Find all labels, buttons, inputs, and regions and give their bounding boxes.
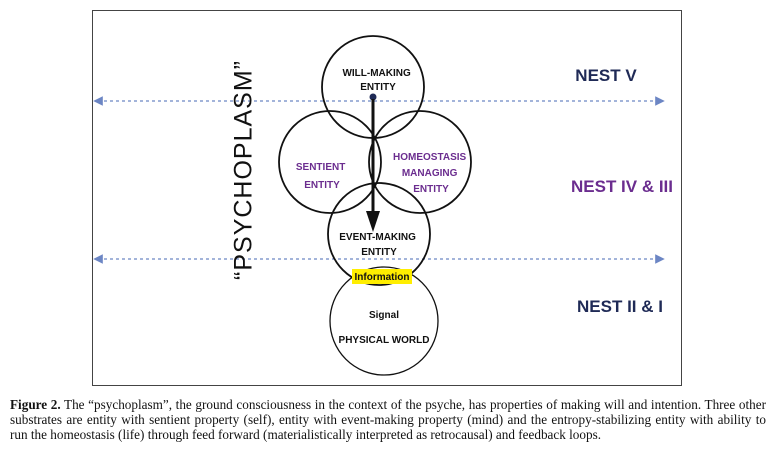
nest-ii-i-label: NEST II & I [577,297,663,316]
signal-label: Signal [369,310,399,321]
sentient-label: SENTIENT ENTITY [296,162,348,191]
sentient-circle [278,110,382,214]
will-making-label: WILL-MAKING ENTITY [342,68,413,93]
flow-arrow-head [366,211,380,232]
psychoplasm-diagram: “PSYCHOPLASM” WILL-MAKING ENTITY SENTIEN… [93,35,673,376]
arrow-origin-dot [369,93,377,101]
nest-iv-iii-label: NEST IV & III [571,177,673,196]
event-making-circle [327,182,431,286]
physical-world-circle [329,266,439,376]
information-highlight [352,269,412,284]
figure-frame [92,10,682,386]
caption-label: Figure 2. [10,397,61,412]
homeostasis-label: HOMEOSTASIS MANAGING ENTITY [393,152,469,195]
homeostasis-circle [368,110,472,214]
physical-world-label: PHYSICAL WORLD [339,335,430,346]
figure-caption: Figure 2. The “psychoplasm”, the ground … [10,397,766,442]
event-making-label: EVENT-MAKING ENTITY [339,232,418,258]
psychoplasm-title: “PSYCHOPLASM” [230,60,258,280]
nest-v-label: NEST V [575,66,637,85]
information-label: Information [355,272,410,283]
caption-text: The “psychoplasm”, the ground consciousn… [10,397,766,442]
